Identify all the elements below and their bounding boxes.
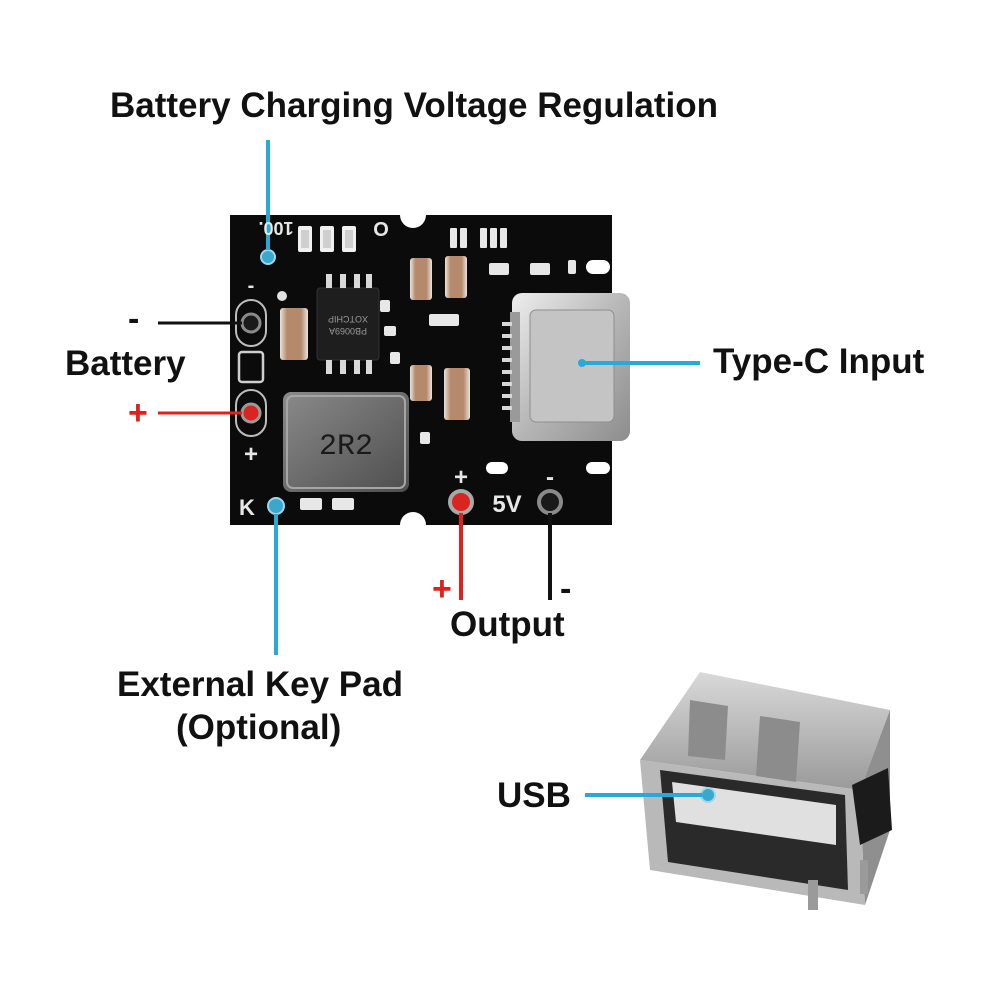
pcb-text-o: O [373, 219, 389, 241]
ic-chip [316, 287, 380, 361]
type-c-pins [502, 322, 512, 410]
output-plus-pad [448, 489, 474, 515]
label-battery-minus: - [128, 300, 140, 338]
voltage-regulation-pad [260, 249, 276, 265]
capacitor-2 [410, 258, 432, 300]
label-battery-plus: + [128, 394, 148, 432]
pcb-text-bat-minus: - [248, 275, 255, 297]
label-external-key-pad-optional: (Optional) [176, 708, 342, 747]
label-external-key-pad: External Key Pad [117, 665, 403, 704]
capacitor-4 [410, 365, 432, 401]
pcb-text-100: 100. [258, 218, 293, 238]
small-resistors [300, 228, 576, 510]
capacitor-1 [280, 308, 308, 360]
battery-plus-pad [240, 402, 262, 424]
battery-minus-pad [240, 312, 262, 334]
pcb-text-5v: 5V [492, 491, 521, 518]
label-type-c-input: Type-C Input [713, 342, 925, 381]
inductor [283, 392, 409, 492]
label-battery: Battery [65, 344, 186, 383]
label-battery-charging-voltage-regulation: Battery Charging Voltage Regulation [110, 86, 719, 125]
capacitor-5 [444, 368, 470, 420]
ic-chip-pins [326, 274, 372, 374]
output-minus-pad [537, 489, 563, 515]
pcb-text-k: K [239, 495, 255, 520]
battery-square-marker [237, 350, 265, 384]
pcb-text-bat-plus: + [244, 441, 258, 468]
label-usb: USB [497, 776, 571, 815]
capacitor-3 [445, 256, 467, 298]
pcb-text-plus: + [454, 464, 468, 491]
label-output-minus: - [560, 570, 572, 608]
inductor-code: 2R2 [319, 430, 373, 464]
chip-text-2: PB0069A [329, 326, 367, 336]
label-output-plus: + [432, 570, 452, 608]
board-slots [486, 260, 610, 474]
chip-text-1: XOTCHIP [328, 314, 368, 324]
label-output: Output [450, 605, 565, 644]
usb-connector [640, 672, 892, 910]
pcb-text-minus: - [546, 464, 554, 491]
key-pad [267, 497, 285, 515]
